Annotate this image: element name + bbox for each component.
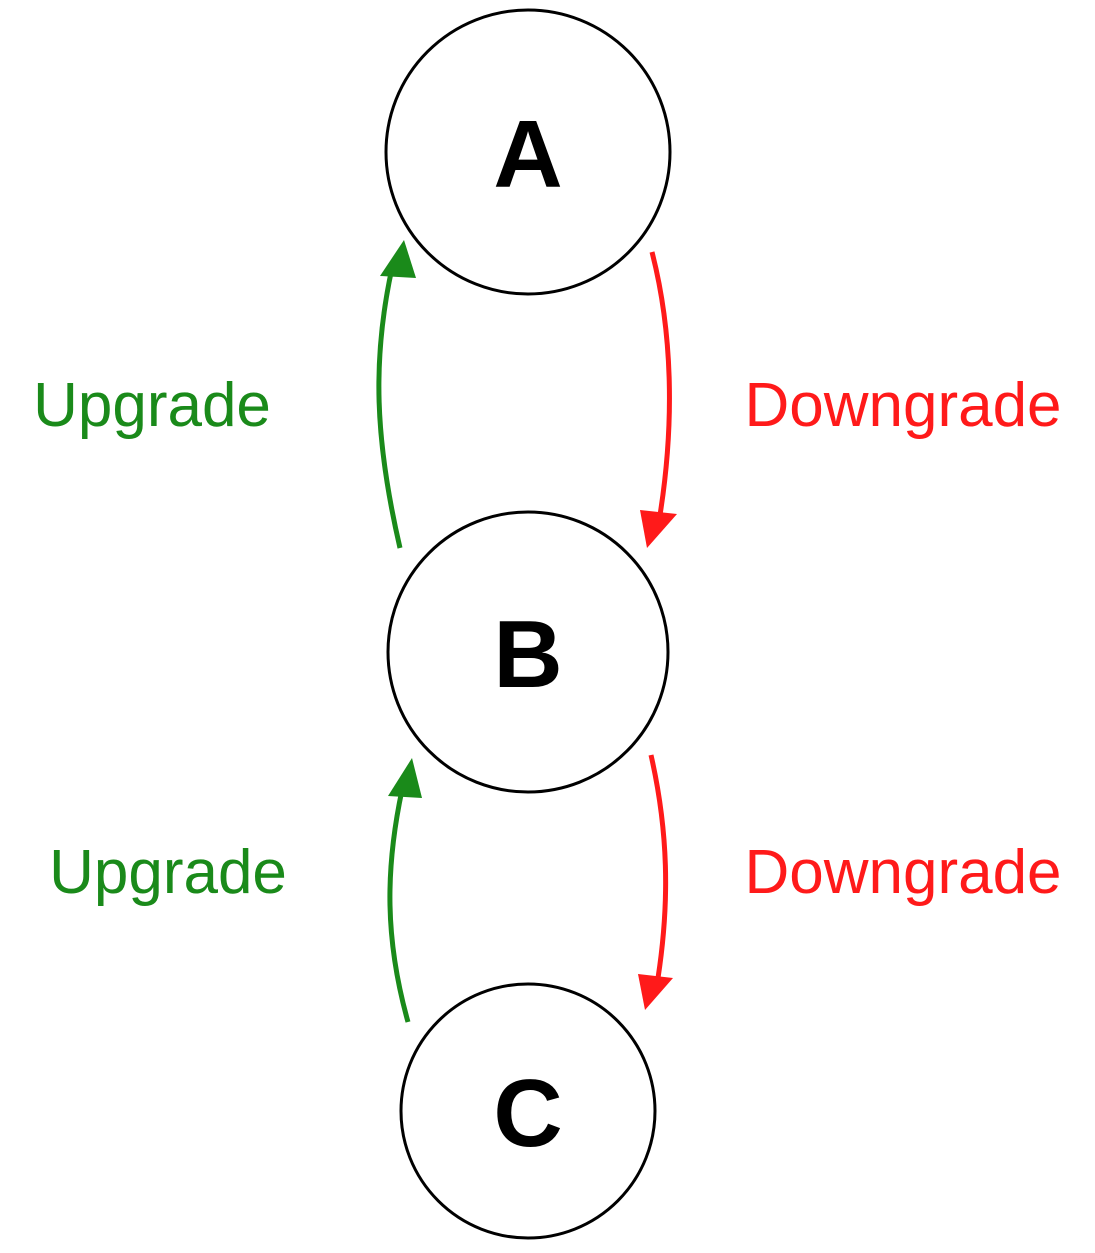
- edge-a-to-b: Downgrade: [640, 251, 1062, 548]
- node-a: A: [384, 8, 672, 296]
- edge-b-to-a-label: Upgrade: [33, 371, 271, 440]
- edge-a-to-b-arrowhead: [640, 510, 677, 548]
- edge-c-to-b-arrowhead: [388, 758, 422, 798]
- edge-c-to-b: Upgrade: [49, 758, 422, 1023]
- edge-b-to-c-line: [648, 754, 669, 979]
- node-b: B: [386, 510, 670, 794]
- edge-b-to-a-line: [376, 267, 403, 549]
- edge-b-to-a: Upgrade: [33, 240, 416, 549]
- edge-b-to-c: Downgrade: [638, 754, 1062, 1010]
- edge-a-to-b-line: [649, 251, 672, 516]
- node-c-circle: [399, 982, 657, 1240]
- edge-b-to-a-arrowhead: [380, 240, 416, 278]
- edge-c-to-b-line: [387, 789, 411, 1023]
- edge-c-to-b-label: Upgrade: [49, 838, 287, 907]
- node-a-label: A: [493, 101, 562, 208]
- edge-b-to-c-arrowhead: [638, 974, 673, 1010]
- node-a-circle: [384, 8, 672, 296]
- node-b-circle: [386, 510, 670, 794]
- node-c-label: C: [493, 1060, 562, 1167]
- edge-a-to-b-label: Downgrade: [744, 371, 1061, 440]
- node-b-label: B: [493, 601, 562, 708]
- node-c: C: [399, 982, 657, 1240]
- edge-b-to-c-label: Downgrade: [744, 838, 1061, 907]
